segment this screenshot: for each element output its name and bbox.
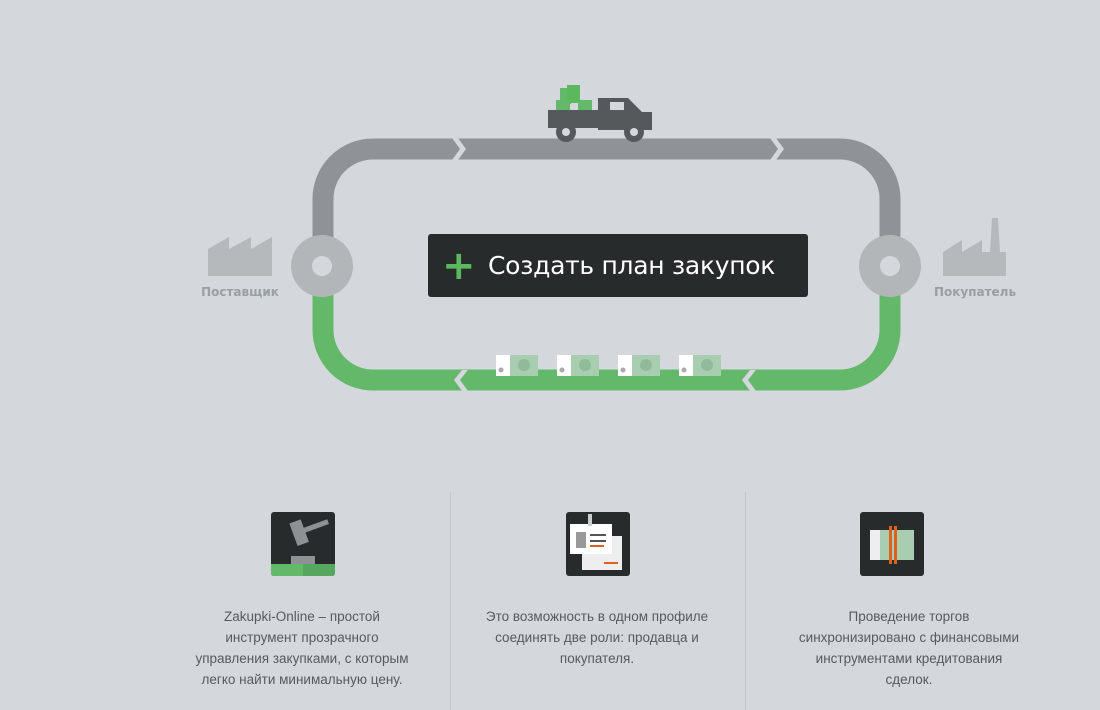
buyer-node	[859, 235, 921, 297]
gavel-icon	[271, 512, 335, 576]
track-arrows	[452, 138, 784, 391]
feature-text: Это возможность в одном профиле соединят…	[485, 609, 709, 666]
truck-icon	[548, 85, 652, 142]
supplier-label: Поставщик	[201, 285, 279, 299]
money-icons	[496, 355, 721, 376]
button-label: Создать план закупок	[488, 251, 776, 280]
plus-icon: +	[442, 242, 476, 289]
supplier-node	[291, 235, 353, 297]
top-track	[312, 138, 901, 240]
buyer-factory-icon	[943, 218, 1006, 276]
money-stack-icon	[860, 512, 924, 576]
supply-loop-diagram	[208, 85, 1006, 391]
supplier-factory-icon	[208, 237, 272, 276]
buyer-label: Покупатель	[933, 285, 1017, 299]
column-divider	[745, 492, 746, 710]
create-procurement-plan-button[interactable]: + Создать план закупок	[428, 234, 808, 297]
feature-text: Zakupki-Online – простой инструмент проз…	[195, 609, 409, 687]
id-cards-icon	[566, 512, 630, 576]
bottom-track	[312, 295, 901, 391]
feature-text: Проведение торгов синхронизировано с фин…	[798, 609, 1020, 687]
column-divider	[450, 492, 451, 710]
